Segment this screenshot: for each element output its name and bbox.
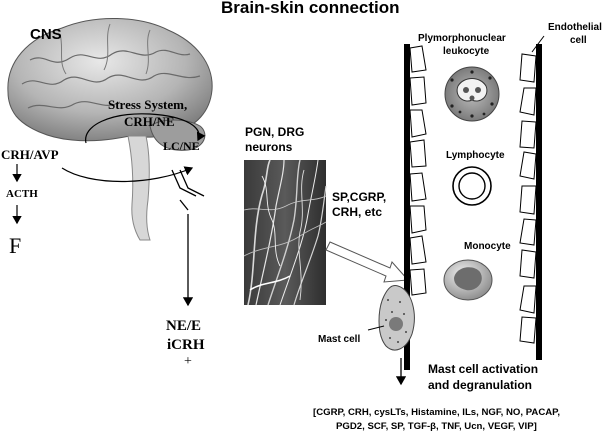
endothelial-label-line2: cell [570, 35, 587, 46]
sp-cgrp-label: SP,CGRP, [332, 190, 387, 204]
monocyte-label: Monocyte [464, 241, 511, 252]
mast-cell-illustration [378, 285, 415, 351]
lymphocyte-cell [452, 166, 492, 206]
neurons-label: neurons [245, 140, 293, 154]
activation-label-line2: and degranulation [428, 378, 533, 392]
icrh-label: iCRH [167, 337, 205, 353]
cns-label: CNS [30, 26, 62, 43]
diagram-title: Brain-skin connection [221, 0, 400, 17]
endothelial-cells-right [519, 53, 537, 344]
mast-cell-pointer [367, 325, 385, 331]
lymphocyte-label: Lymphocyte [446, 150, 505, 161]
brain-illustration [7, 17, 213, 241]
stress-system-label: Stress System, [108, 97, 188, 112]
crh-avp-label: CRH/AVP [1, 147, 59, 162]
crh-ne-label: CRH/NE [124, 114, 175, 129]
sympathetic-chain [171, 169, 205, 211]
plus-label: + [184, 354, 192, 369]
monocyte-cell [443, 259, 493, 301]
activation-label-line1: Mast cell activation [428, 362, 539, 376]
lc-ne-label: LC/NE [163, 139, 200, 153]
stress-loop-arrow-bottom [61, 166, 194, 183]
endothelial-pointer [531, 35, 545, 53]
pmn-label-line1: Plymorphonuclear [418, 33, 506, 44]
endothelial-cells-left [409, 45, 427, 296]
mediators-line1: [CGRP, CRH, cysLTs, Histamine, ILs, NGF,… [313, 407, 561, 418]
pgn-drg-label: PGN, DRG [245, 125, 305, 139]
mast-cell-label: Mast cell [318, 334, 361, 345]
f-label: F [9, 233, 22, 258]
stress-loop-arrow-top [85, 113, 206, 144]
nerve-fibers-image [243, 159, 327, 306]
acth-label: ACTH [6, 188, 38, 200]
endothelial-label-line1: Endothelial [548, 22, 602, 33]
ne-e-label: NE/E [166, 318, 202, 334]
pmn-label-line2: leukocyte [443, 46, 490, 57]
crh-etc-label: CRH, etc [332, 205, 383, 219]
pmn-leukocyte-cell [444, 66, 500, 122]
hollow-arrow-to-mast-cell [325, 241, 410, 283]
mediators-line2: PGD2, SCF, SP, TGF-β, TNF, Ucn, VEGF, VI… [336, 421, 537, 432]
